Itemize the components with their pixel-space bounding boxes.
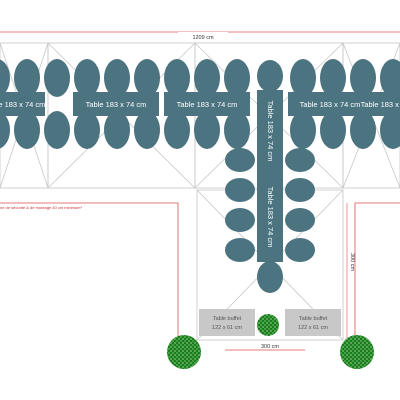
buffet-right: Table buffet 122 x 61 cm <box>285 309 341 336</box>
chair <box>285 238 315 262</box>
chair <box>225 208 255 232</box>
chair <box>134 59 160 97</box>
chairs-vertical <box>225 60 315 293</box>
chair <box>14 111 40 149</box>
boxwood-ball-icon <box>167 335 201 369</box>
table-4 <box>257 90 283 172</box>
chair <box>224 111 250 149</box>
buffet-left-line1: Table buffet <box>213 316 242 322</box>
chair <box>225 148 255 172</box>
chair <box>285 178 315 202</box>
right-dimension-label: 300 cm <box>349 253 355 271</box>
buffet-left: Table buffet 122 x 61 cm <box>199 309 255 336</box>
chair <box>225 238 255 262</box>
safety-note: ne de sécurité & de montage 40 cm minimu… <box>0 205 82 210</box>
chair <box>44 59 70 97</box>
chair <box>320 59 346 97</box>
chair <box>380 111 400 149</box>
chair <box>285 208 315 232</box>
chair <box>194 111 220 149</box>
boxwood-ball-icon <box>340 335 374 369</box>
top-dimension-label: 1209 cm <box>192 35 214 41</box>
chair <box>257 261 283 293</box>
table-6 <box>371 92 400 116</box>
chair <box>257 60 283 92</box>
chair <box>350 59 376 97</box>
chair <box>290 111 316 149</box>
chair <box>74 59 100 97</box>
chair <box>134 111 160 149</box>
chair <box>224 59 250 97</box>
table-5 <box>288 92 372 116</box>
chair <box>104 59 130 97</box>
top-dimension: 1209 cm <box>0 31 400 41</box>
chair <box>14 59 40 97</box>
table-2-label: Table 183 x 74 cm <box>86 100 147 109</box>
chair <box>0 59 10 97</box>
table-3-label: Table 183 x 74 cm <box>177 100 238 109</box>
chair <box>225 178 255 202</box>
chairs-top <box>0 59 400 149</box>
boxwood-ball-icon <box>257 314 279 336</box>
chair <box>74 111 100 149</box>
chair <box>320 111 346 149</box>
chair <box>164 59 190 97</box>
chair <box>164 111 190 149</box>
chair <box>380 59 400 97</box>
tables-vertical <box>257 90 283 262</box>
chair <box>44 111 70 149</box>
table-7-label: Table 183 x 74 cm <box>266 187 275 248</box>
chair <box>194 59 220 97</box>
chair <box>0 111 10 149</box>
safety-outline <box>0 202 400 365</box>
buffet-left-line2: 122 x 61 cm <box>212 325 242 331</box>
tables-top <box>0 92 400 116</box>
buffet-right-line1: Table buffet <box>299 316 328 322</box>
table-6-label: Table 183 x 74 cm <box>361 100 400 109</box>
table-1 <box>0 92 45 116</box>
chair <box>290 59 316 97</box>
table-4-label: Table 183 x 74 cm <box>266 101 275 162</box>
table-7 <box>257 172 283 262</box>
buffet-right-line2: 122 x 61 cm <box>298 325 328 331</box>
chair <box>350 111 376 149</box>
chair <box>285 148 315 172</box>
table-1-label: Table 183 x 74 cm <box>0 100 45 109</box>
chair <box>104 111 130 149</box>
table-5-label: Table 183 x 74 cm <box>300 100 361 109</box>
table-2 <box>73 92 159 116</box>
bottom-dimension-label: 300 cm <box>261 344 279 350</box>
table-3 <box>164 92 250 116</box>
